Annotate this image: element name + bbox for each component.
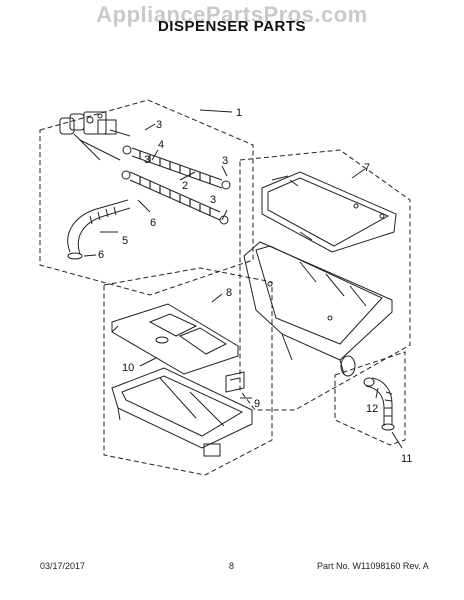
water-valve bbox=[59, 111, 131, 161]
callout-1: 1 bbox=[236, 107, 242, 119]
page-title: DISPENSER PARTS bbox=[157, 18, 307, 35]
callout-5: 5 bbox=[122, 235, 128, 247]
hose-4 bbox=[122, 145, 231, 190]
callout-12: 12 bbox=[366, 403, 378, 415]
callout-6-upper: 6 bbox=[150, 217, 156, 229]
footer-part-number: Part No. W11098160 Rev. A bbox=[317, 561, 429, 571]
drain-hose bbox=[363, 377, 395, 431]
callout-7: 7 bbox=[364, 162, 370, 174]
callout-6-lower: 6 bbox=[98, 249, 104, 261]
callout-8: 8 bbox=[226, 287, 232, 299]
group-box-drawer bbox=[103, 267, 273, 476]
group-box-housing bbox=[239, 149, 411, 411]
callout-3-right: 3 bbox=[222, 155, 228, 167]
callout-2: 2 bbox=[182, 180, 188, 192]
small-part-9 bbox=[225, 371, 245, 393]
watermark: AppliancePartsPros.com bbox=[96, 2, 368, 27]
drawer-cup-insert bbox=[111, 303, 239, 375]
callout-3-lower: 3 bbox=[210, 194, 216, 206]
callout-3-top: 3 bbox=[156, 119, 162, 131]
hose-2 bbox=[121, 170, 229, 225]
footer-page-number: 8 bbox=[229, 561, 235, 571]
callout-11: 11 bbox=[401, 453, 412, 465]
elbow-hose-5 bbox=[67, 199, 131, 260]
callout-9: 9 bbox=[254, 398, 260, 410]
group-box-drain bbox=[334, 351, 406, 446]
group-box-valve bbox=[39, 99, 254, 296]
callout-3-left: 3 bbox=[144, 154, 150, 166]
callout-4: 4 bbox=[158, 139, 164, 151]
housing-tub bbox=[243, 241, 393, 377]
callout-10: 10 bbox=[122, 362, 134, 374]
drawer-body bbox=[111, 367, 253, 457]
footer-date: 03/17/2017 bbox=[40, 561, 86, 571]
housing-cover bbox=[261, 171, 397, 253]
